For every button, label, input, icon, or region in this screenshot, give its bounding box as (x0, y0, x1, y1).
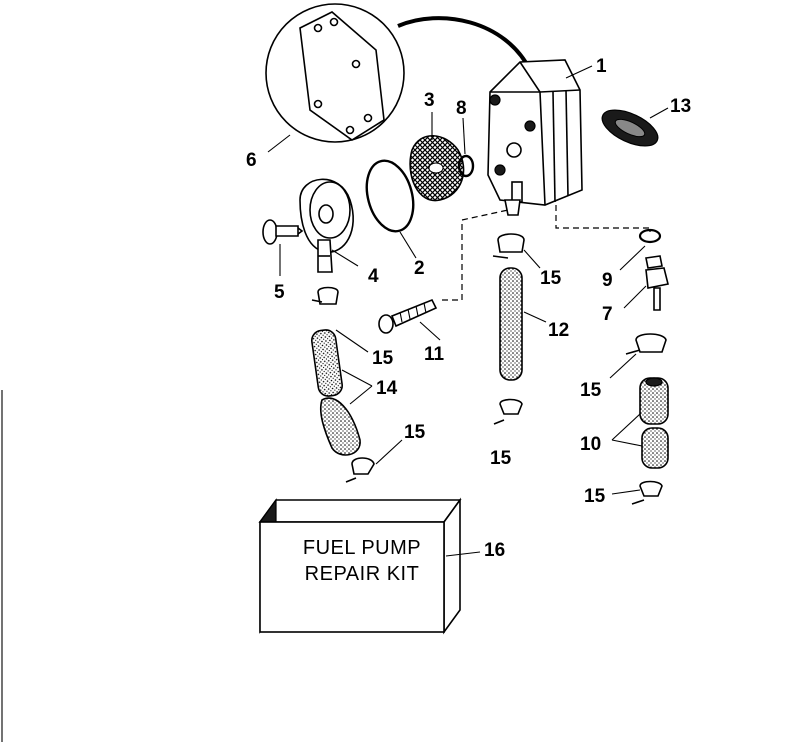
short-hoses (311, 286, 373, 456)
callout-14: 14 (376, 378, 398, 399)
callout-11: 11 (424, 344, 445, 365)
callout-9: 9 (602, 270, 613, 291)
gasket-hole (329, 17, 339, 27)
kit-label-line-2: REPAIR KIT (305, 563, 420, 585)
gasket-hole (363, 113, 373, 123)
cover-screw (262, 219, 304, 276)
hose-fitting (623, 255, 669, 311)
kit-label-line-1: FUEL PUMP (303, 537, 421, 559)
detail-circle (265, 3, 405, 143)
callout-7: 7 (602, 304, 613, 325)
small-o-ring (457, 117, 475, 178)
gasket-hole (345, 125, 355, 135)
callout-15-left-upper: 15 (372, 348, 394, 369)
callout-13: 13 (670, 96, 691, 117)
long-screw (378, 298, 441, 341)
gasket-hole (313, 23, 323, 33)
filter-screen (409, 112, 465, 202)
cover-gasket (299, 11, 385, 141)
callout-10: 10 (580, 434, 601, 455)
outlet-gasket (601, 107, 669, 147)
callout-6: 6 (246, 150, 257, 171)
leader-6 (267, 134, 291, 153)
callout-1: 1 (596, 56, 607, 77)
assembly-lines (442, 205, 651, 301)
gasket-hole (351, 59, 361, 69)
callout-16: 16 (484, 540, 505, 561)
pump-body (487, 59, 593, 216)
callout-15-center-lower: 15 (490, 448, 512, 469)
callout-15-right-middle: 15 (580, 380, 602, 401)
callout-5: 5 (274, 282, 285, 303)
connector-curve (397, 16, 532, 71)
large-o-ring (365, 159, 417, 259)
callout-15-left-lower: 15 (404, 422, 426, 443)
callout-15-right-lower: 15 (584, 486, 606, 507)
callout-2: 2 (414, 258, 425, 279)
callout-3: 3 (424, 90, 435, 111)
callout-8: 8 (456, 98, 467, 119)
long-hose (492, 233, 547, 381)
diaphragm-cover (299, 178, 359, 273)
gasket-hole (313, 99, 323, 109)
cover-gasket-detail (265, 3, 532, 153)
hose-clamps (345, 333, 667, 505)
hose-sections (611, 377, 669, 469)
callout-15-upper-hose: 15 (540, 268, 562, 289)
callout-12: 12 (548, 320, 569, 341)
repair-kit-box (258, 497, 481, 635)
fitting-o-ring (619, 228, 662, 271)
callout-4: 4 (368, 266, 379, 287)
